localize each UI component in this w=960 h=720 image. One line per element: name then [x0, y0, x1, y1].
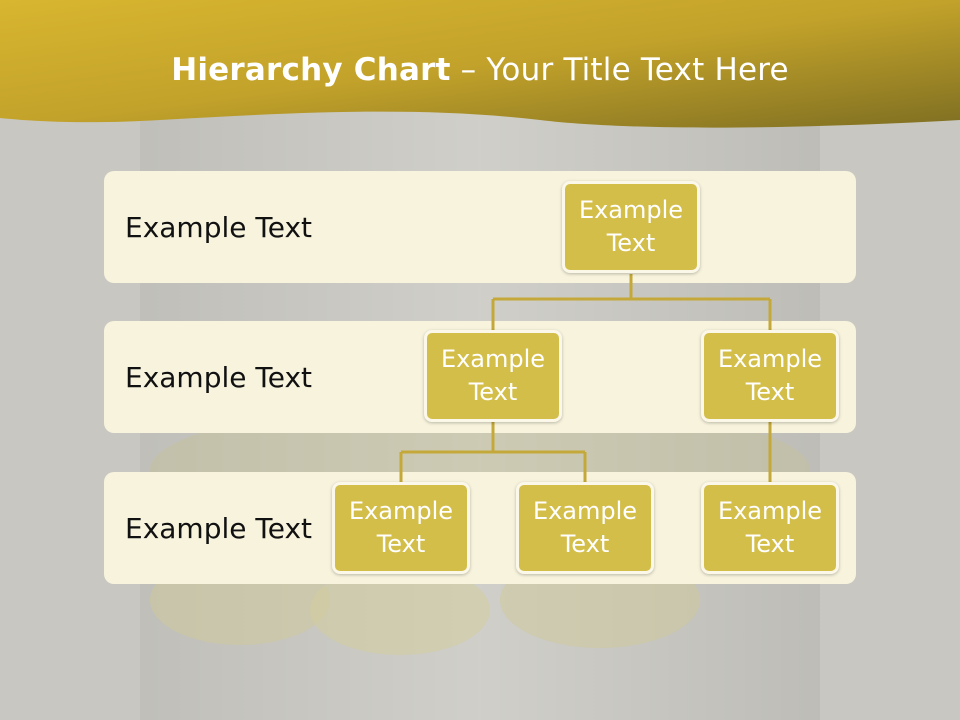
hierarchy-node-level3-c: Example Text	[701, 482, 839, 574]
hierarchy-node-level3-b: Example Text	[516, 482, 654, 574]
level-band-1: Example Text	[104, 171, 856, 283]
level-band-label: Example Text	[125, 511, 313, 545]
title-subtext: Your Title Text Here	[486, 52, 789, 88]
hierarchy-node-root: Example Text	[562, 181, 700, 273]
slide-title: Hierarchy Chart – Your Title Text Here	[0, 52, 960, 88]
level-band-label: Example Text	[125, 210, 313, 244]
hierarchy-node-level3-a: Example Text	[332, 482, 470, 574]
hierarchy-node-level2-left: Example Text	[424, 330, 562, 422]
level-band-label: Example Text	[125, 360, 313, 394]
title-bold: Hierarchy Chart	[171, 52, 451, 88]
title-separator: –	[450, 52, 487, 88]
hierarchy-node-level2-right: Example Text	[701, 330, 839, 422]
